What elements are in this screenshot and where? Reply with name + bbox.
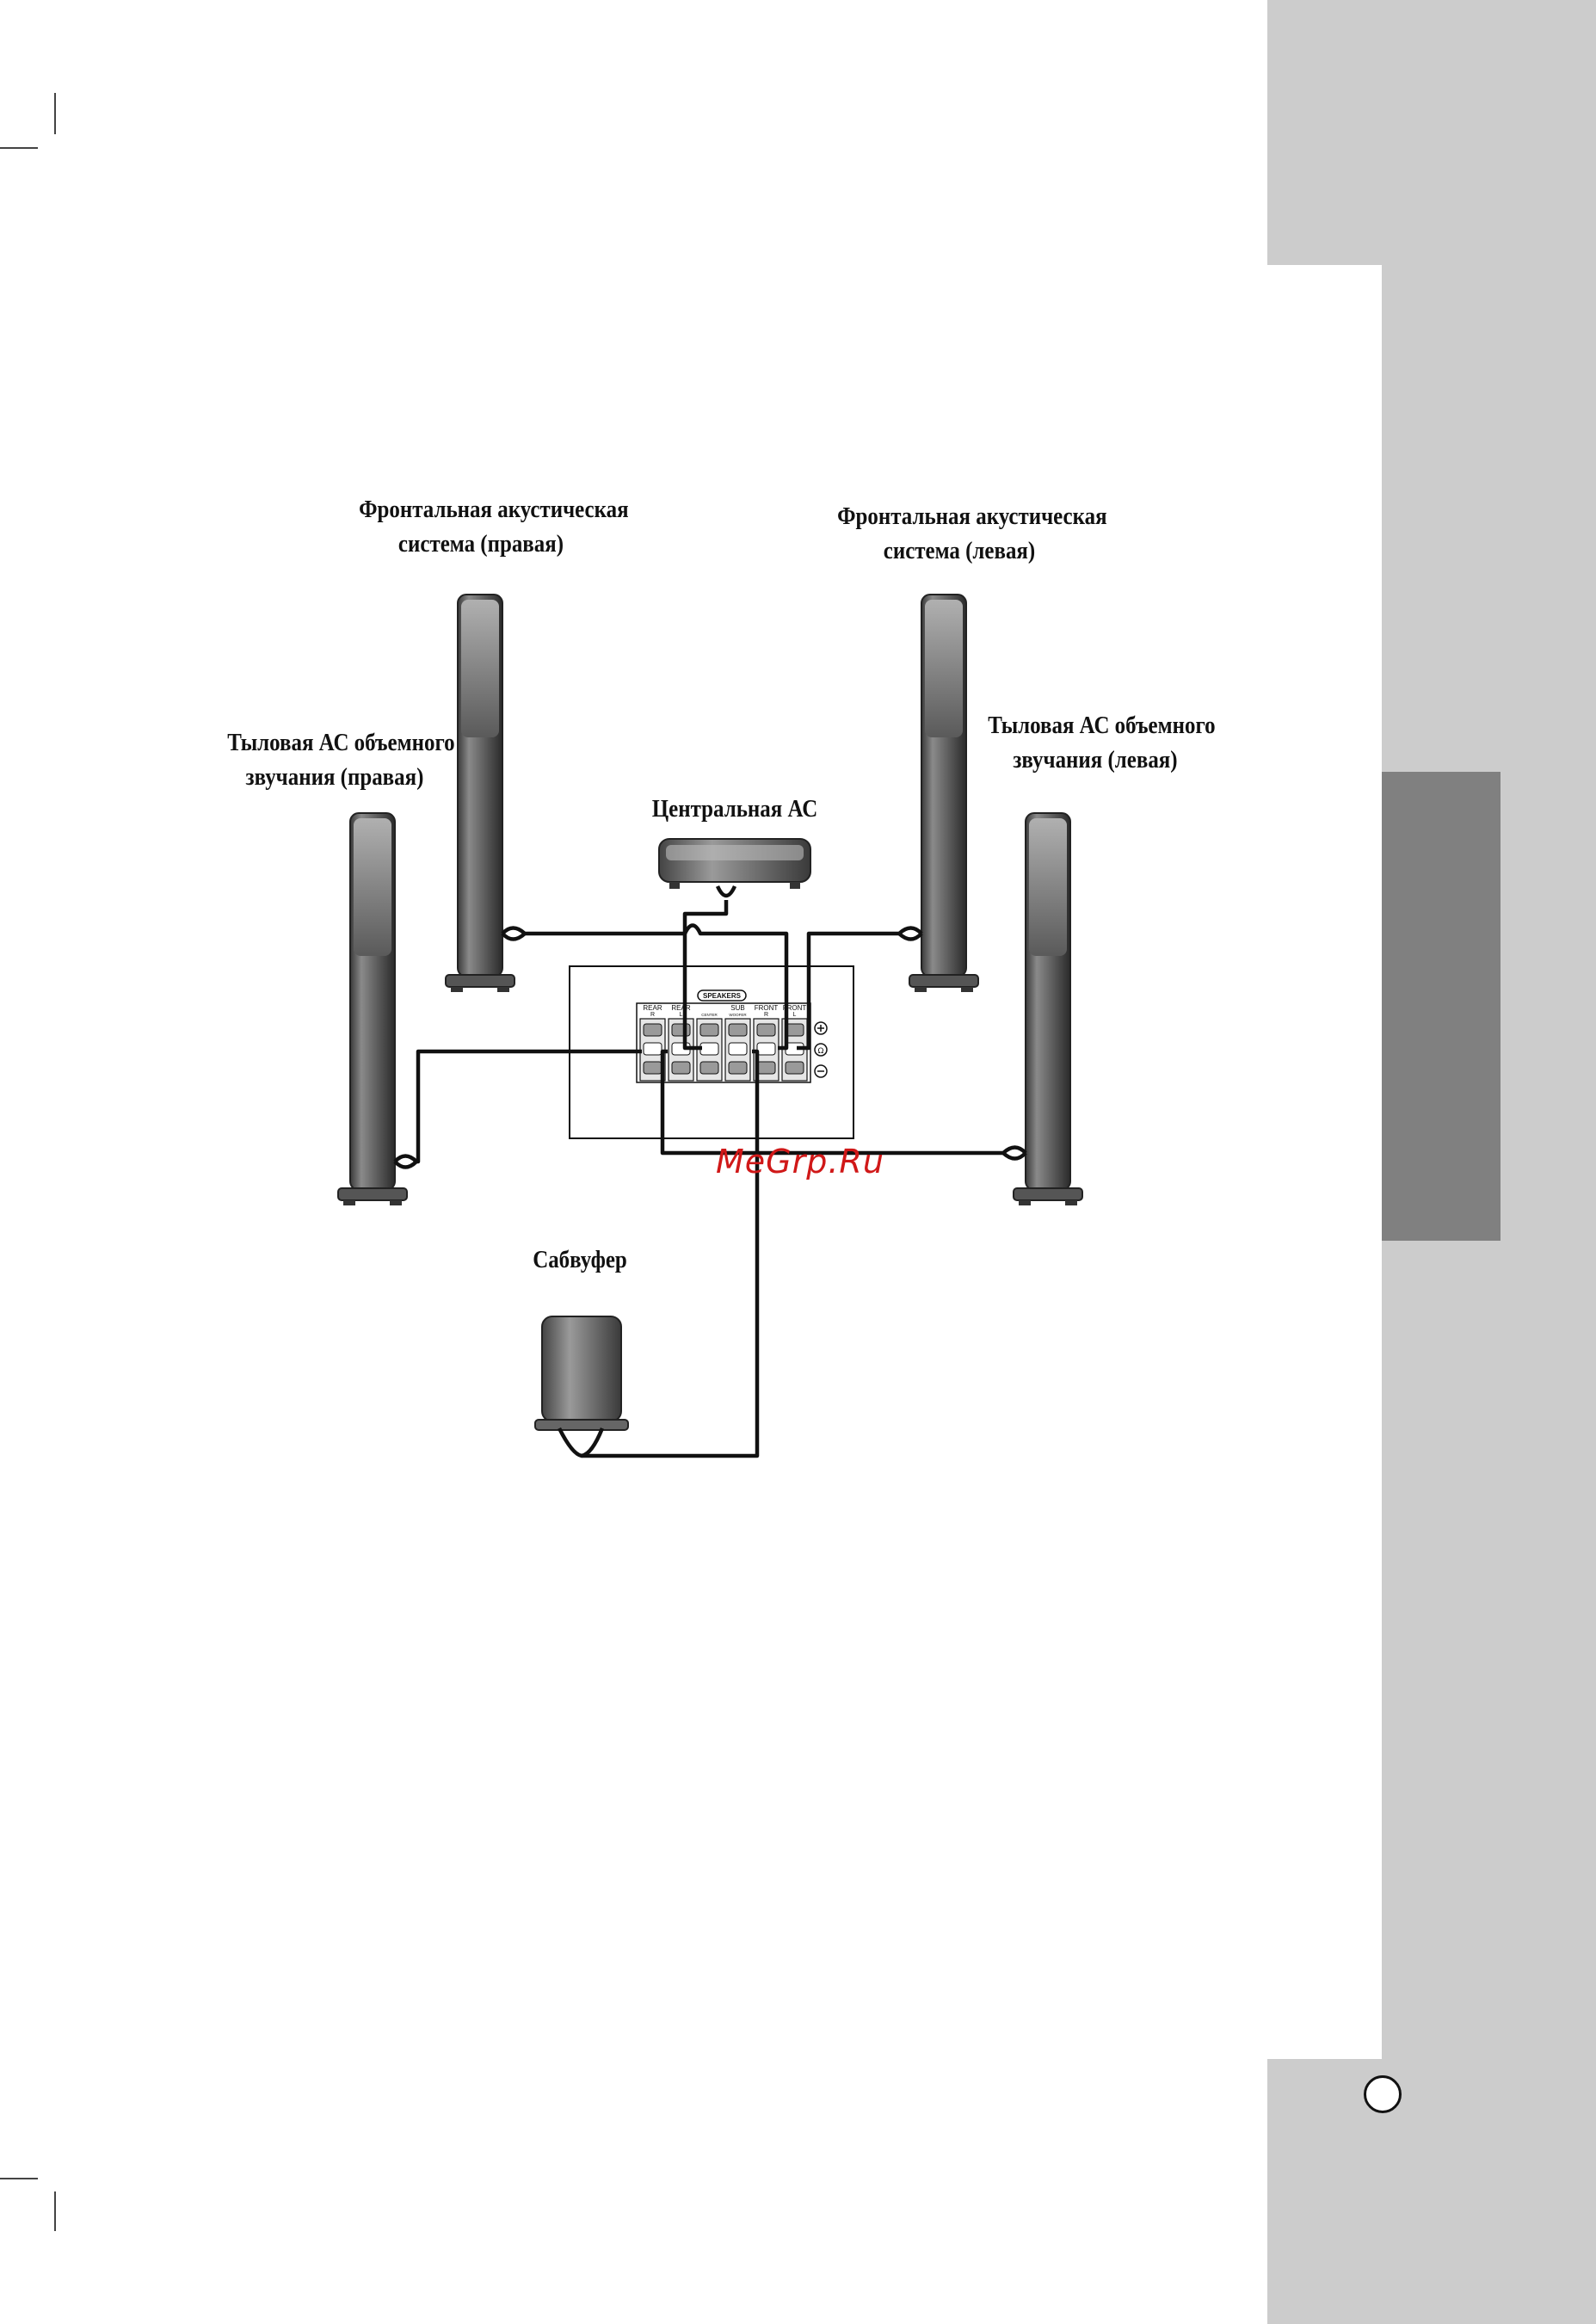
terminal-top-label: REAR bbox=[643, 1004, 662, 1012]
terminal-clip bbox=[700, 1043, 718, 1055]
subwoofer-label: Сабвуфер bbox=[514, 1242, 647, 1277]
svg-text:Ω: Ω bbox=[818, 1047, 824, 1056]
terminal-top-label: REAR bbox=[671, 1004, 690, 1012]
terminal-top-label: SUB bbox=[730, 1004, 744, 1012]
terminal-clip bbox=[757, 1024, 775, 1036]
terminal-clip bbox=[786, 1062, 804, 1074]
terminal-bottom-label: R bbox=[764, 1012, 768, 1018]
rear-right-speaker-icon bbox=[338, 813, 407, 1205]
plus-symbol-icon bbox=[815, 1022, 827, 1034]
terminal-clip bbox=[729, 1062, 747, 1074]
center-speaker-icon bbox=[659, 839, 810, 889]
terminal-bottom-label: L bbox=[793, 1012, 797, 1018]
subwoofer-icon bbox=[535, 1316, 628, 1430]
terminal-top-label: FRONT bbox=[755, 1004, 779, 1012]
terminal-clip bbox=[672, 1062, 690, 1074]
terminal-clip bbox=[729, 1043, 747, 1055]
terminal-bottom-label: L bbox=[680, 1012, 683, 1018]
terminal-clip bbox=[700, 1024, 718, 1036]
terminal-clip bbox=[644, 1024, 662, 1036]
terminal-clip bbox=[644, 1062, 662, 1074]
terminal-clip bbox=[672, 1024, 690, 1036]
terminal-bottom-label: WOOFER bbox=[729, 1013, 747, 1017]
rear-left-speaker-label: Тыловая АС объемного звучания (левая) bbox=[988, 708, 1202, 777]
terminal-clip bbox=[644, 1043, 662, 1055]
ohm-symbol-icon: Ω bbox=[815, 1044, 827, 1056]
rear-left-speaker-icon bbox=[1014, 813, 1082, 1205]
terminal-clip bbox=[757, 1062, 775, 1074]
terminal-bottom-label: R bbox=[650, 1012, 655, 1018]
terminal-clip bbox=[757, 1043, 775, 1055]
terminal-bottom-label: CENTER bbox=[701, 1013, 718, 1017]
front-right-speaker-label: Фронтальная акустическая система (правая… bbox=[359, 492, 603, 561]
watermark: MeGrp.Ru bbox=[716, 1143, 884, 1180]
rear-right-speaker-label: Тыловая АС объемного звучания (правая) bbox=[227, 725, 441, 794]
terminal-clip bbox=[700, 1062, 718, 1074]
terminal-clip bbox=[729, 1024, 747, 1036]
panel-header-label: SPEAKERS bbox=[703, 992, 742, 1000]
front-left-speaker-label: Фронтальная акустическая система (левая) bbox=[837, 499, 1081, 568]
minus-symbol-icon bbox=[815, 1065, 827, 1077]
crop-marks bbox=[0, 93, 55, 2231]
center-speaker-label: Центральная АС bbox=[646, 792, 823, 826]
